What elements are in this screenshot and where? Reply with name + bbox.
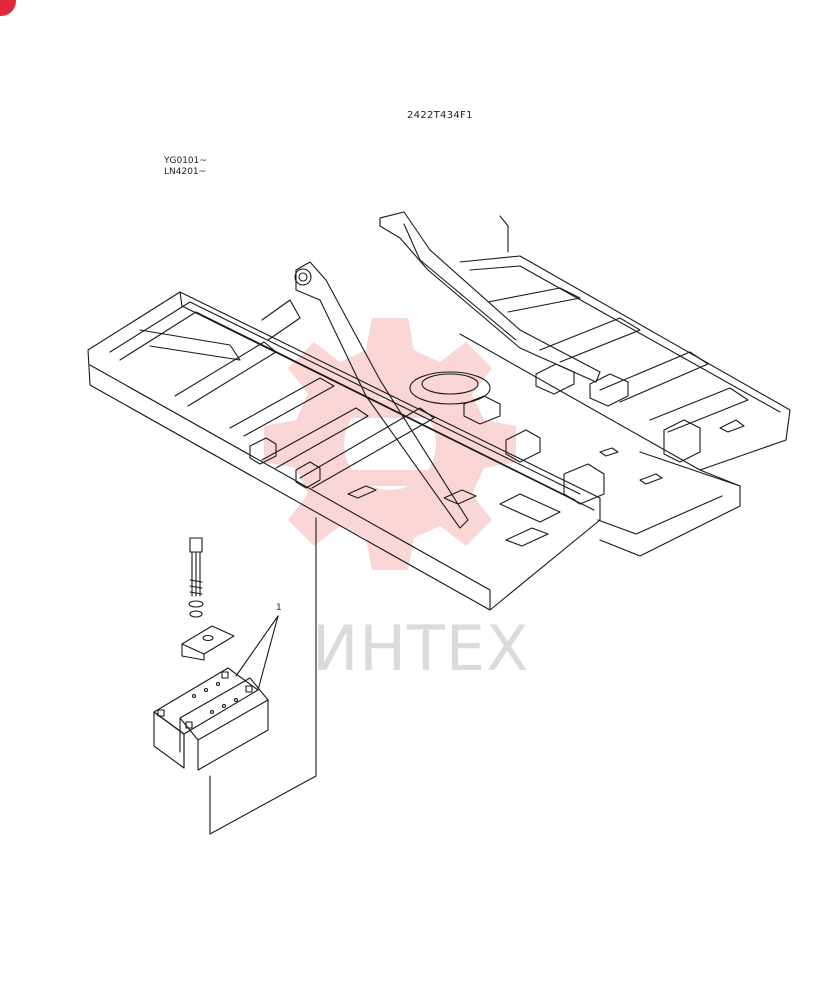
drawing-code: 2422T434F1 <box>407 110 473 121</box>
watermark-text: ИНТЕХ <box>312 612 530 685</box>
serial-range-1: YG0101~ <box>164 156 207 166</box>
serial-range-2: LN4201~ <box>164 167 207 177</box>
gear-emblem-icon <box>264 318 516 570</box>
callout-number: 1 <box>276 603 282 613</box>
